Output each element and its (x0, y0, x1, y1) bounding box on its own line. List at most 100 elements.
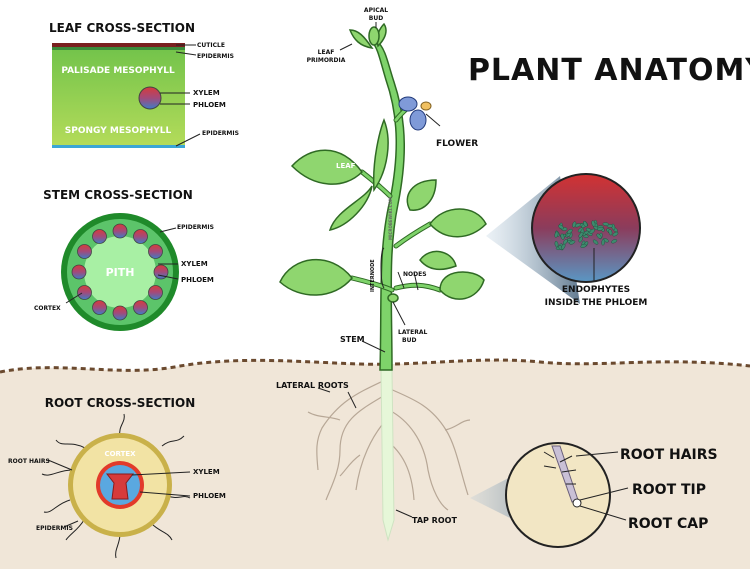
root-zoom-hairs (543, 451, 577, 485)
apical-bud (368, 26, 380, 46)
leaf-primordium-left (348, 29, 374, 50)
plant-illustration: INTERNODE MICROBEWIKI.COM APICAL BUD LEA… (276, 7, 487, 542)
root-cross-section: ROOT CROSS-SECTION CORTEX XYLEM PHLOEM R… (8, 396, 226, 559)
leaf-primordia-label-1: LEAF (318, 49, 335, 56)
endophyte-cell (554, 240, 559, 248)
leaf-right-upper (406, 179, 437, 211)
endophyte-cell (583, 221, 588, 227)
cuticle-label: CUTICLE (197, 42, 225, 49)
leaf-phloem-label: PHLOEM (193, 101, 226, 109)
nodes-label: NODES (403, 271, 427, 278)
credit-text: MICROBEWIKI.COM (388, 197, 393, 240)
leaf-top-left (372, 117, 389, 193)
stem-vascular-bundle (92, 300, 107, 315)
endophyte-cell (597, 226, 604, 231)
root-section-title: ROOT CROSS-SECTION (45, 396, 196, 410)
stem-cortex-label: CORTEX (34, 305, 61, 312)
cuticle-layer (52, 43, 185, 47)
palisade-label: PALISADE MESOPHYLL (61, 66, 175, 76)
root-cortex-label: CORTEX (104, 450, 136, 458)
lateral-roots (307, 379, 471, 511)
endophyte-cell (580, 243, 587, 248)
internode-label: INTERNODE (370, 259, 376, 292)
stem-xylem-label: XYLEM (181, 260, 208, 268)
root-phloem-label: PHLOEM (193, 492, 226, 500)
leaf-tissue (52, 43, 185, 148)
stem-phloem-label: PHLOEM (181, 276, 214, 284)
endophyte-cell (560, 243, 566, 250)
endophyte-cell (601, 239, 606, 246)
endophytes-label-1: ENDOPHYTES (562, 285, 630, 295)
stem-vascular-bundles (71, 223, 169, 321)
stem-vascular-bundle (71, 264, 87, 280)
endophyte-cell (578, 232, 584, 238)
leaf-right-mid (429, 208, 487, 238)
stem-label: STEM (340, 335, 365, 344)
stem-section-title: STEM CROSS-SECTION (43, 188, 193, 202)
endophyte-cell (612, 231, 619, 237)
leaf-right-lower (439, 271, 485, 300)
leaf-section-title: LEAF CROSS-SECTION (49, 21, 195, 35)
leaf-primordia-label-2: PRIMORDIA (307, 57, 346, 64)
pith-label: PITH (106, 266, 135, 279)
root-cap-shape (572, 498, 582, 508)
leaves (279, 22, 487, 300)
endophyte-cell (558, 224, 564, 230)
phloem-zoom-circle (531, 173, 641, 283)
root-tip-zoom-label: ROOT TIP (632, 482, 706, 498)
apical-bud-label-1: APICAL (364, 7, 388, 14)
page-title: PLANT ANATOMY (468, 53, 750, 88)
epidermis-top-layer (52, 47, 185, 50)
root-cap-zoom-label: ROOT CAP (628, 516, 708, 532)
root-xylem (105, 473, 135, 500)
stem-vascular-bundle (112, 305, 128, 321)
endophyte-cell (569, 240, 576, 245)
leaf-cross-section: LEAF CROSS-SECTION PALISADE MESOPHYLL SP… (49, 21, 239, 148)
endophyte-cell (572, 221, 577, 228)
leaf-right-small (419, 250, 457, 271)
lateral-roots-label: LATERAL ROOTS (276, 381, 349, 390)
stem-vascular-bundle (133, 229, 148, 244)
leaf-epidermis-bottom-label: EPIDERMIS (202, 130, 239, 137)
endophyte-cell (567, 228, 573, 234)
endophyte-cell (592, 239, 599, 245)
root-xylem-label: XYLEM (193, 468, 220, 476)
stem-vascular-bundle (153, 264, 169, 280)
endophyte-cell (578, 236, 583, 243)
stem-vascular-bundle (112, 223, 128, 239)
stem-vascular-bundle (77, 285, 92, 300)
leaf-xylem-label: XYLEM (193, 89, 220, 97)
root-hairs-label: ROOT HAIRS (8, 458, 50, 465)
leaf-epidermis-top-label: EPIDERMIS (197, 53, 234, 60)
endophyte-cell (602, 222, 609, 226)
phloem-zoom: ENDOPHYTES INSIDE THE PHLOEM (486, 173, 648, 308)
endophyte-cell (589, 228, 595, 234)
spongy-label: SPONGY MESOPHYLL (65, 126, 172, 136)
endophyte-cell (554, 231, 559, 238)
internode-bracket (380, 247, 385, 289)
endophytes-label-2: INSIDE THE PHLOEM (545, 298, 648, 308)
tap-root-label: TAP ROOT (412, 516, 457, 525)
lateral-bud-label-2: BUD (402, 337, 416, 344)
leaf-upper-left (290, 149, 363, 185)
flower (398, 96, 432, 131)
leaf-vascular-bundle (138, 86, 162, 110)
stem-cross-section: STEM CROSS-SECTION PITH EPIDERMIS XYLEM … (34, 188, 214, 331)
stem-vascular-bundle (133, 300, 148, 315)
root-hairs-zoom-label: ROOT HAIRS (620, 447, 718, 463)
epidermis-bottom-layer (52, 145, 185, 148)
stem-vascular-bundle (148, 244, 163, 259)
stem-vascular-bundle (77, 244, 92, 259)
endophyte-cell (608, 229, 613, 236)
stem-vascular-bundle (92, 229, 107, 244)
leaf-lower-left (279, 258, 353, 296)
stem-vascular-bundle (148, 285, 163, 300)
flower-label: FLOWER (436, 139, 478, 149)
lateral-bud-label-1: LATERAL (398, 329, 427, 336)
tap-root (380, 369, 395, 542)
root-zoom-circle (505, 442, 611, 548)
endophyte-cluster (554, 219, 619, 251)
soil-line (0, 358, 750, 374)
